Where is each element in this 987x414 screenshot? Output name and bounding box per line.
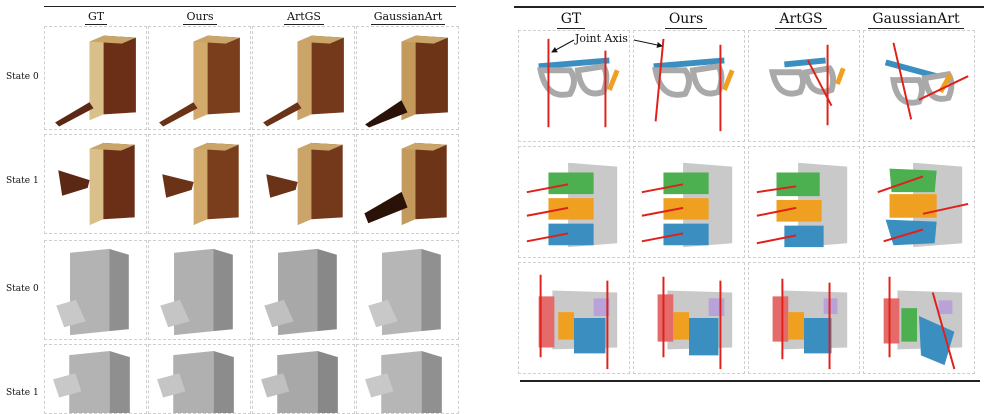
cell-wood-s0-gt [44,26,147,130]
left-figure-panel: GT Ours ArtGS GaussianArt State 0 State … [0,0,462,414]
cell-gray-s1-gt [44,344,147,414]
cell-drawers-ours [633,146,745,258]
top-rule-right [514,6,984,8]
cell-wood-s1-gt [44,134,147,234]
cell-gray-s0-gaussianart [356,240,459,340]
left-row-label-3: State 0 [6,284,39,294]
cell-gray-s1-artgs [252,344,355,414]
cell-glasses-ours [633,30,745,142]
left-row-label-4: State 1 [6,388,39,398]
cell-multipart-artgs [748,262,860,374]
cell-drawers-gaussianart [863,146,975,258]
cell-multipart-ours [633,262,745,374]
left-col-head-artgs: ArtGS [252,10,356,25]
cell-wood-s1-ours [148,134,251,234]
cell-glasses-gaussianart [863,30,975,142]
right-col-head-gt: GT [516,11,626,29]
cell-glasses-gt [518,30,630,142]
cell-glasses-artgs [748,30,860,142]
left-row-label-1: State 0 [6,72,39,82]
right-col-head-ours: Ours [631,11,741,29]
cell-gray-s1-ours [148,344,251,414]
cell-gray-s0-artgs [252,240,355,340]
left-col-head-ours: Ours [148,10,252,25]
left-col-head-gaussianart: GaussianArt [356,10,460,25]
top-rule-left [44,6,456,7]
right-figure-panel: GT Ours ArtGS GaussianArt [512,0,987,408]
cell-drawers-gt [518,146,630,258]
cell-gray-s0-ours [148,240,251,340]
cell-multipart-gaussianart [863,262,975,374]
cell-wood-s1-artgs [252,134,355,234]
right-col-head-artgs: ArtGS [746,11,856,29]
cell-wood-s0-artgs [252,26,355,130]
cell-wood-s0-gaussianart [356,26,459,130]
right-col-head-gaussianart: GaussianArt [861,11,971,29]
left-col-head-gt: GT [44,10,148,25]
joint-axis-label: Joint Axis [575,32,628,45]
bottom-rule-right [520,380,980,382]
cell-gray-s0-gt [44,240,147,340]
cell-drawers-artgs [748,146,860,258]
left-row-label-2: State 1 [6,176,39,186]
cell-wood-s0-ours [148,26,251,130]
cell-wood-s1-gaussianart [356,134,459,234]
cell-gray-s1-gaussianart [356,344,459,414]
cell-multipart-gt [518,262,630,374]
